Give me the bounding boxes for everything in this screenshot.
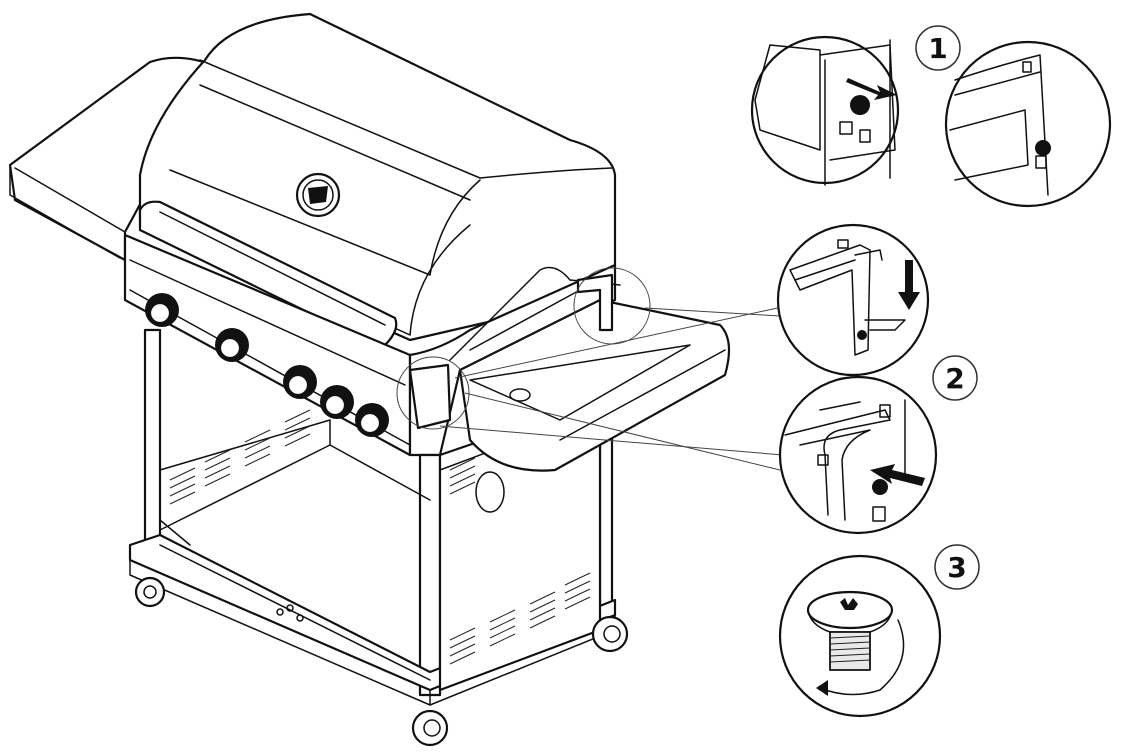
caster-wheels	[134, 576, 629, 747]
grill-logo-emblem	[295, 172, 341, 218]
control-knobs	[145, 293, 389, 437]
rotation-arrow-icon	[816, 619, 905, 696]
leader-lines	[439, 306, 784, 471]
step-2-badge: 2	[932, 355, 978, 401]
step-3-badge: 3	[934, 544, 980, 590]
grill-lid	[138, 12, 617, 347]
detail-step-3: 3	[778, 544, 980, 718]
control-knob-icon[interactable]	[215, 328, 249, 362]
step-2-number: 2	[945, 362, 964, 395]
step-1-badge: 1	[915, 25, 961, 71]
wheel	[591, 615, 629, 653]
control-knob-icon[interactable]	[283, 365, 317, 399]
wheel	[134, 576, 166, 608]
arrow-icon	[870, 464, 925, 486]
firebox-side	[408, 263, 617, 457]
vent-slots	[169, 409, 591, 665]
grill-illustration	[8, 12, 731, 747]
control-knob-icon[interactable]	[320, 385, 354, 419]
bolt-screw	[806, 590, 894, 671]
step-3-number: 3	[947, 551, 966, 584]
arrow-icon	[898, 260, 920, 310]
callout-marker-lower	[396, 356, 470, 430]
wheel	[411, 709, 449, 747]
right-side-shelf	[408, 266, 731, 472]
control-knob-icon[interactable]	[355, 403, 389, 437]
detail-step-2: 2	[776, 223, 978, 535]
control-knob-icon[interactable]	[145, 293, 179, 327]
detail-step-1: 1	[750, 25, 1112, 208]
step-1-number: 1	[928, 32, 947, 65]
arrow-icon	[846, 78, 897, 100]
